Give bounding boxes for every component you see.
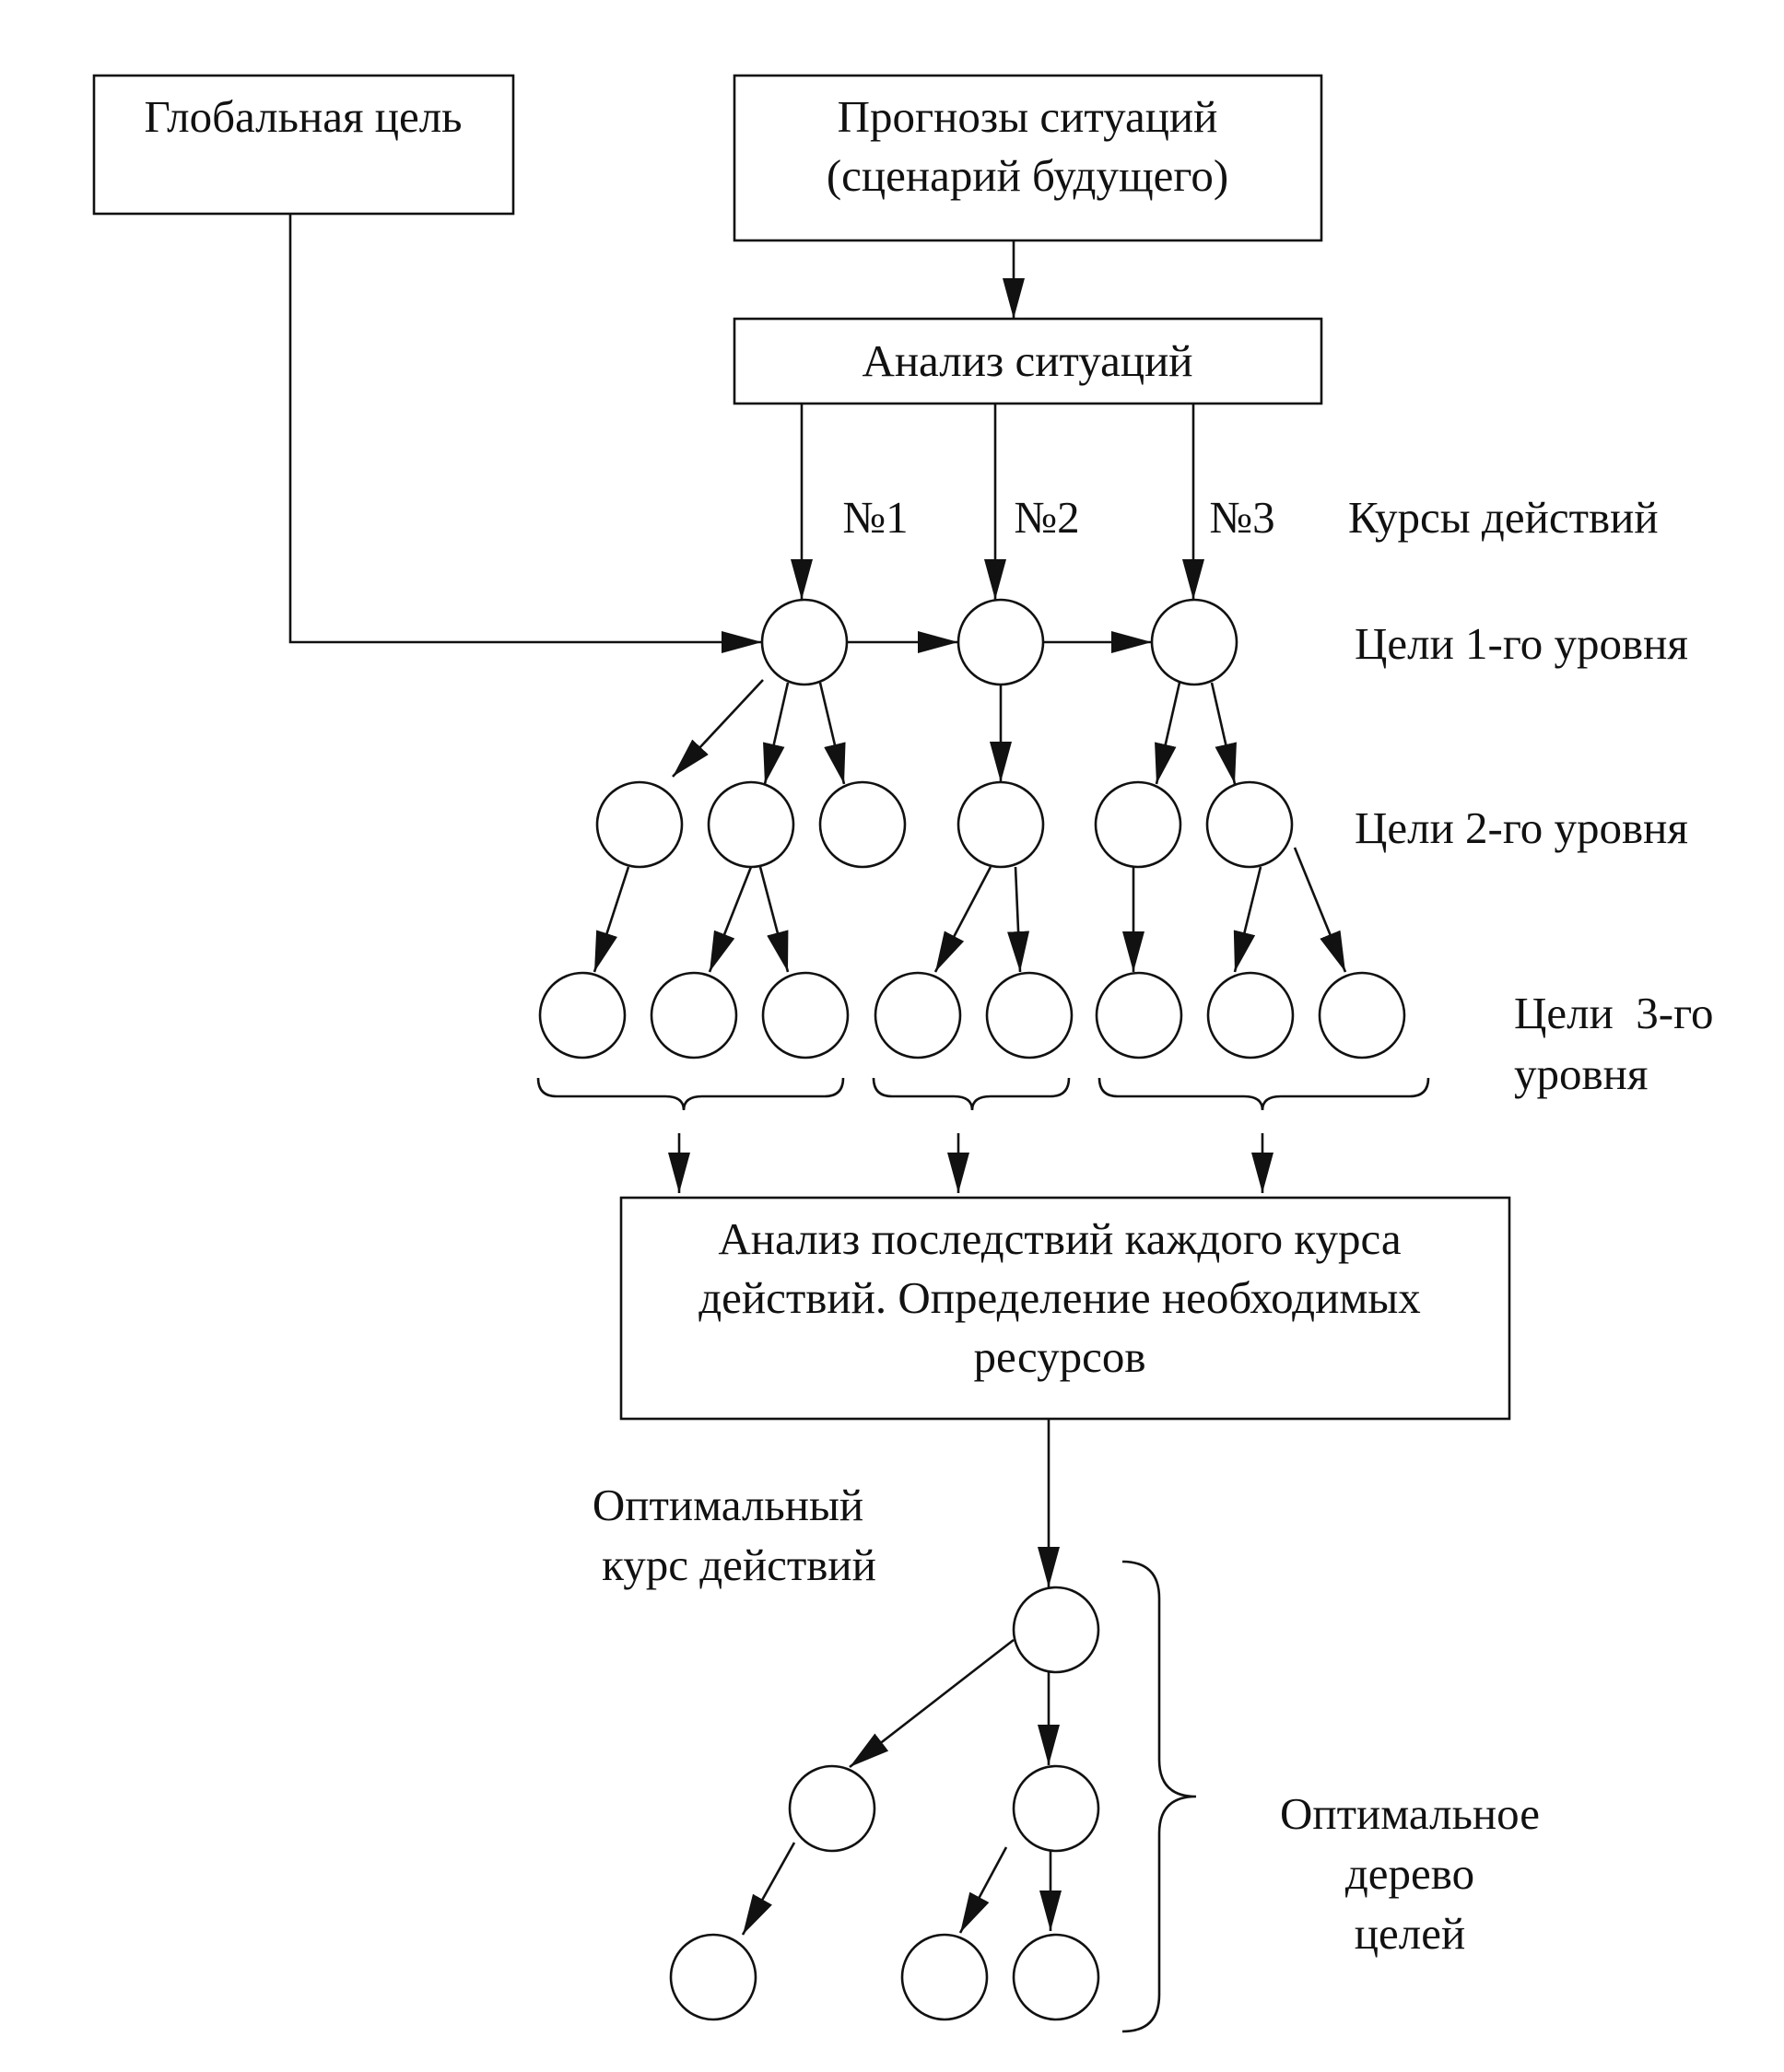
arrow-global-goal-to-level1 (288, 214, 762, 653)
goal-node-l1-1 (760, 598, 849, 686)
forecast-box (733, 74, 1323, 242)
course-1-label: №1 (842, 492, 908, 543)
level1-label: Цели 1-го уровня (1355, 618, 1688, 669)
edge-l2d-l3e (1007, 866, 1030, 973)
goal-node-l2-1 (595, 780, 684, 869)
courses-of-action-label: Курсы действий (1348, 492, 1659, 543)
optimal-course-label-line2: курс действий (602, 1539, 876, 1590)
optimal-node-l3-3 (1012, 1933, 1100, 2021)
goal-node-l2-3 (818, 780, 907, 869)
consequences-analysis-box (619, 1196, 1511, 1421)
edge-l1a-l2a (672, 679, 764, 778)
goal-node-l2-2 (707, 780, 795, 869)
goal-node-l3-3 (761, 971, 850, 1059)
optimal-node-root (1012, 1586, 1100, 1674)
optimal-node-l2-right (1012, 1764, 1100, 1853)
edge-opt-right-leaf1 (958, 1846, 1008, 1934)
situation-analysis-box (733, 317, 1323, 405)
edge-l2a-l3a (593, 866, 630, 973)
edge-l2b-l3b (708, 866, 753, 973)
edge-l2f-l3g (1233, 866, 1262, 973)
edge-opt-root-left (849, 1638, 1015, 1769)
goal-node-l3-5 (985, 971, 1074, 1059)
goal-node-l2-4 (957, 780, 1045, 869)
brace-course-2 (872, 1077, 1071, 1111)
goal-node-l3-1 (538, 971, 627, 1059)
edge-l1c-l2e (1155, 682, 1181, 785)
consequences-label-line1: Анализ последствий каждого курса (718, 1213, 1401, 1264)
level3-label-line2: уровня (1514, 1048, 1648, 1099)
edge-l1a-l2b (763, 682, 790, 785)
goal-node-l2-5 (1094, 780, 1182, 869)
brace-optimal-tree (1121, 1560, 1197, 2033)
edge-l1a-l2c (818, 682, 846, 785)
edge-l2d-l3d (933, 866, 992, 973)
goal-node-l1-3 (1150, 598, 1238, 686)
goal-node-l2-6 (1205, 780, 1294, 869)
global-goal-label: Глобальная цель (144, 91, 462, 142)
course-2-label: №2 (1014, 492, 1079, 543)
optimal-course-label-line1: Оптимальный (593, 1480, 863, 1530)
global-goal-box (92, 74, 515, 216)
forecast-label-line2: (сценарий будущего) (827, 150, 1228, 201)
optimal-node-l3-1 (669, 1933, 757, 2021)
consequences-label-line3: ресурсов (974, 1331, 1146, 1382)
optimal-node-l3-2 (900, 1933, 989, 2021)
optimal-tree-label-line2: дерево (1345, 1848, 1474, 1899)
brace-course-1 (536, 1077, 845, 1111)
consequences-label-line2: действий. Определение необходимых (698, 1272, 1421, 1323)
goal-node-l3-4 (874, 971, 962, 1059)
forecast-label-line1: Прогнозы ситуаций (838, 91, 1218, 142)
goal-node-l1-2 (957, 598, 1045, 686)
optimal-tree-label-line3: целей (1355, 1908, 1465, 1959)
level2-label: Цели 2-го уровня (1355, 802, 1688, 853)
goal-node-l3-7 (1206, 971, 1295, 1059)
level3-label-line1: Цели 3-го (1514, 988, 1714, 1038)
goal-node-l3-8 (1318, 971, 1406, 1059)
edge-opt-left-leaf (741, 1842, 796, 1936)
brace-course-3 (1097, 1077, 1430, 1111)
edge-l2b-l3c (758, 866, 790, 973)
situation-analysis-label: Анализ ситуаций (862, 335, 1192, 386)
edge-l1c-l2f (1210, 682, 1237, 785)
goal-node-l3-6 (1095, 971, 1183, 1059)
course-3-label: №3 (1209, 492, 1274, 543)
optimal-tree-label-line1: Оптимальное (1280, 1788, 1540, 1839)
goal-node-l3-2 (650, 971, 738, 1059)
optimal-node-l2-left (788, 1764, 876, 1853)
edge-l2f-l3h (1293, 847, 1347, 973)
